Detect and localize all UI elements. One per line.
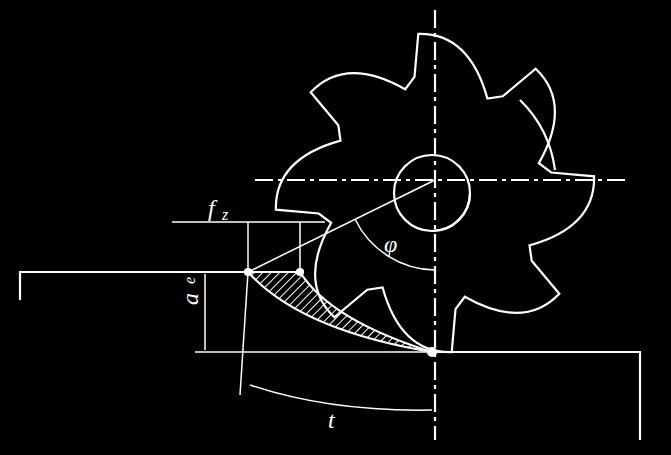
center-line bbox=[255, 179, 625, 181]
angle-arc bbox=[355, 219, 435, 270]
cutter-face-arc bbox=[520, 100, 555, 170]
extension-line bbox=[195, 271, 240, 273]
workpiece-surface bbox=[20, 272, 248, 300]
extension-line bbox=[195, 351, 430, 353]
center-line bbox=[434, 10, 436, 440]
contact-dot bbox=[428, 348, 436, 356]
chip-area bbox=[248, 272, 432, 352]
hub-keyway bbox=[432, 193, 470, 231]
angle-leg bbox=[248, 180, 435, 272]
extension-line bbox=[240, 272, 248, 395]
dimension-subscript: e bbox=[182, 277, 198, 284]
extension-line bbox=[299, 222, 301, 268]
dimension-line bbox=[204, 274, 206, 350]
machined-surface bbox=[430, 352, 640, 440]
angle-symbol: φ bbox=[384, 232, 397, 256]
arc-symbol: t bbox=[328, 408, 335, 432]
extension-line bbox=[247, 222, 249, 268]
arc-length-line bbox=[250, 385, 432, 410]
cutter-hub bbox=[394, 155, 470, 231]
dimension-symbol: f bbox=[208, 196, 215, 220]
dimension-symbol: a bbox=[178, 293, 202, 305]
contact-dot bbox=[297, 269, 303, 275]
dimension-subscript: z bbox=[222, 207, 228, 223]
